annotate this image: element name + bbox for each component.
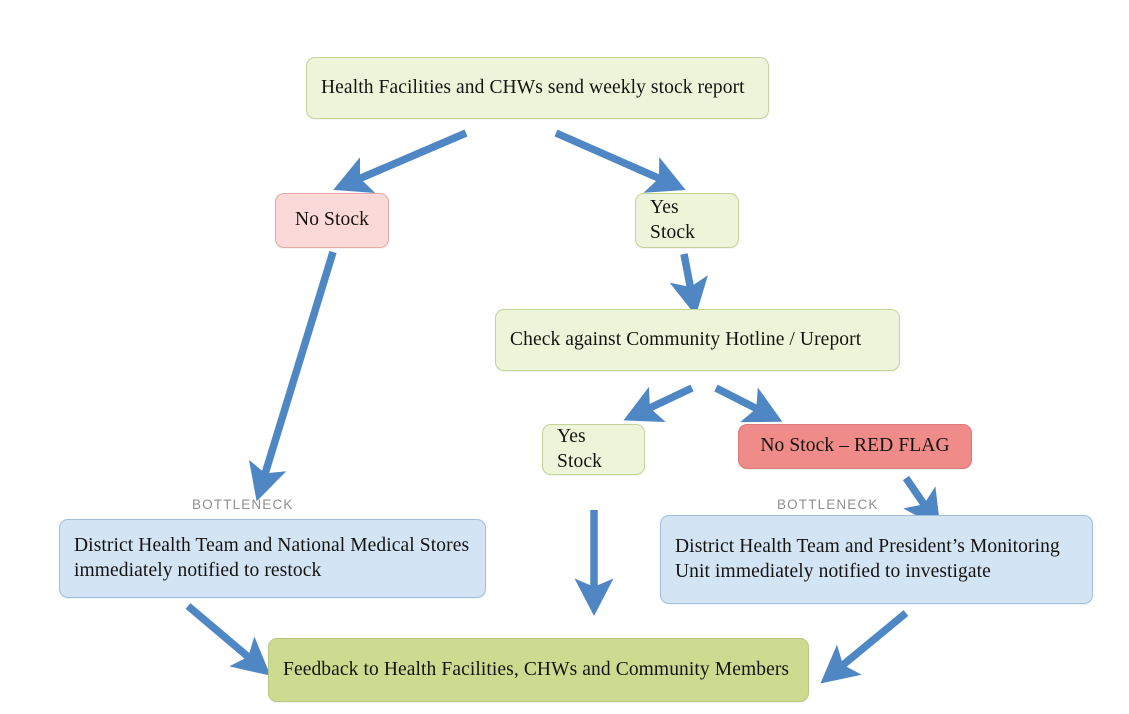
node-no-stock-red-flag-label: No Stock – RED FLAG	[760, 435, 950, 457]
node-restock-notification-label: District Health Team and National Medica…	[74, 534, 470, 581]
arrow-investigate-to-feedback	[820, 610, 909, 684]
arrow-hotline-to-yes-stock-2	[623, 384, 694, 423]
node-yes-stock-label: Yes Stock	[650, 196, 695, 243]
node-restock-notification[interactable]: District Health Team and National Medica…	[59, 519, 486, 598]
arrow-restock-to-feedback	[185, 603, 271, 676]
arrow-hotline-to-red-flag	[714, 384, 783, 423]
arrow-report-to-yes-stock	[554, 129, 686, 193]
node-weekly-stock-report-label: Health Facilities and CHWs send weekly s…	[321, 76, 745, 98]
bottleneck-label-left: BOTTLENECK	[192, 497, 294, 512]
node-yes-stock-secondary[interactable]: Yes Stock	[542, 424, 645, 475]
arrow-report-to-no-stock	[333, 129, 468, 194]
node-check-against-hotline[interactable]: Check against Community Hotline / Urepor…	[495, 309, 900, 371]
arrow-red-flag-to-investigate	[902, 475, 941, 529]
node-investigate-notification-label: District Health Team and President’s Mon…	[675, 535, 1060, 582]
node-yes-stock[interactable]: Yes Stock	[635, 193, 739, 248]
arrow-no-stock-to-restock	[248, 250, 337, 502]
node-investigate-notification[interactable]: District Health Team and President’s Mon…	[660, 515, 1093, 604]
node-feedback-label: Feedback to Health Facilities, CHWs and …	[283, 658, 790, 680]
node-no-stock-label: No Stock	[295, 209, 369, 231]
node-feedback[interactable]: Feedback to Health Facilities, CHWs and …	[268, 638, 809, 702]
node-weekly-stock-report[interactable]: Health Facilities and CHWs send weekly s…	[306, 57, 769, 119]
arrow-yes-stock-to-hotline	[669, 253, 708, 316]
node-check-against-hotline-label: Check against Community Hotline / Urepor…	[510, 328, 862, 350]
node-yes-stock-secondary-label: Yes Stock	[557, 425, 602, 472]
node-no-stock[interactable]: No Stock	[275, 193, 389, 248]
node-no-stock-red-flag[interactable]: No Stock – RED FLAG	[738, 424, 972, 469]
bottleneck-label-right: BOTTLENECK	[777, 497, 879, 512]
